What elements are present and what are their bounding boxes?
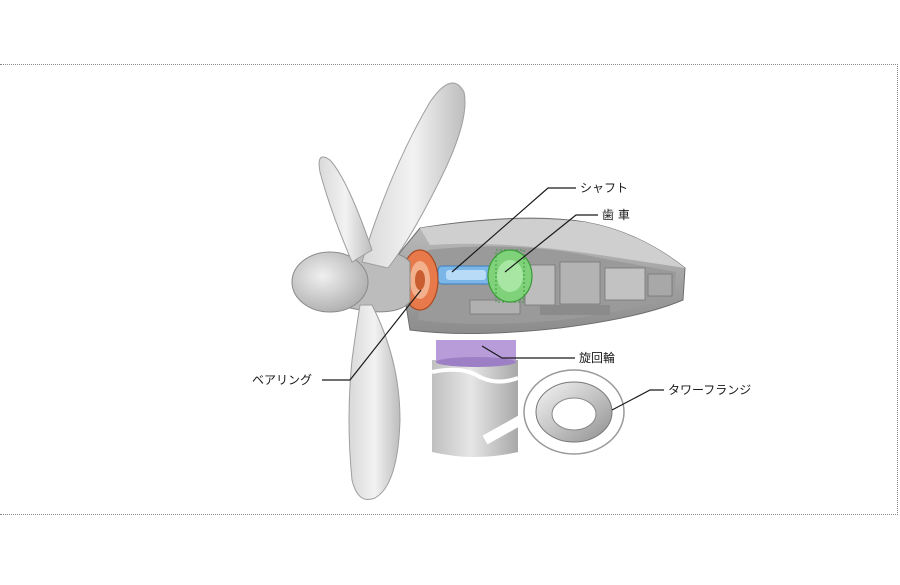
label-gear: 歯 車 <box>602 208 630 222</box>
shaft-leader <box>451 187 576 273</box>
label-tower-flange: タワーフランジ <box>668 383 751 397</box>
diagram-frame <box>0 64 898 515</box>
shaft-part <box>437 265 495 285</box>
slewing-ring-leader <box>481 345 575 359</box>
bearing-leader <box>322 289 422 381</box>
gear-part <box>487 249 533 303</box>
gear-leader <box>504 214 598 273</box>
tower-flange-leader <box>611 389 664 411</box>
rotor-hub <box>291 250 411 313</box>
label-slewing-ring: 旋回輪 <box>579 350 615 365</box>
tower <box>431 360 519 457</box>
tower-flange-callout <box>482 369 625 455</box>
label-shaft: シャフト <box>580 181 628 195</box>
slewing-ring-part <box>436 340 516 367</box>
rotor-blades <box>318 82 466 500</box>
leader-lines <box>322 187 664 411</box>
label-bearing: ベアリング <box>252 373 312 387</box>
bearing-part <box>401 249 439 311</box>
